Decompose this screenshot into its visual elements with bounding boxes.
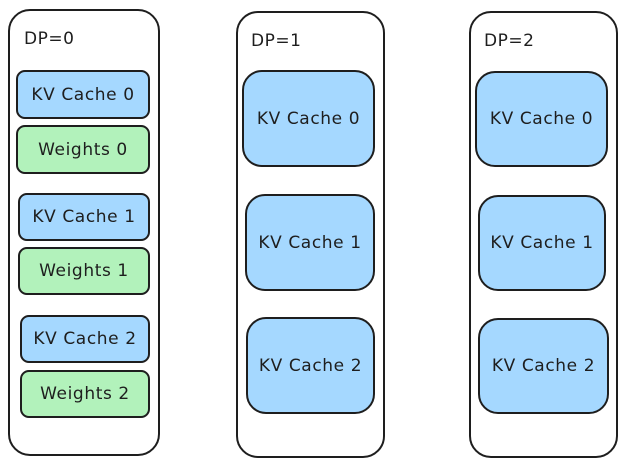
dp2-title: DP=2 — [484, 31, 535, 51]
dp0-kv-cache-2: KV Cache 2 — [20, 315, 150, 363]
dp0-title: DP=0 — [24, 29, 75, 49]
dp1-kv-cache-0: KV Cache 0 — [242, 70, 375, 167]
dp1-kv-cache-1: KV Cache 1 — [245, 194, 375, 291]
dp0-kv-cache-0: KV Cache 0 — [16, 70, 150, 119]
dp0-weights-1: Weights 1 — [18, 247, 150, 295]
dp2-kv-cache-2: KV Cache 2 — [478, 318, 609, 414]
dp0-weights-0: Weights 0 — [16, 125, 150, 174]
dp0-kv-cache-1: KV Cache 1 — [18, 193, 150, 241]
dp0-weights-2: Weights 2 — [20, 370, 150, 418]
dp1-kv-cache-2: KV Cache 2 — [246, 317, 375, 414]
dp2-kv-cache-0: KV Cache 0 — [475, 71, 608, 167]
dp1-title: DP=1 — [251, 31, 302, 51]
dp2-kv-cache-1: KV Cache 1 — [478, 195, 606, 291]
